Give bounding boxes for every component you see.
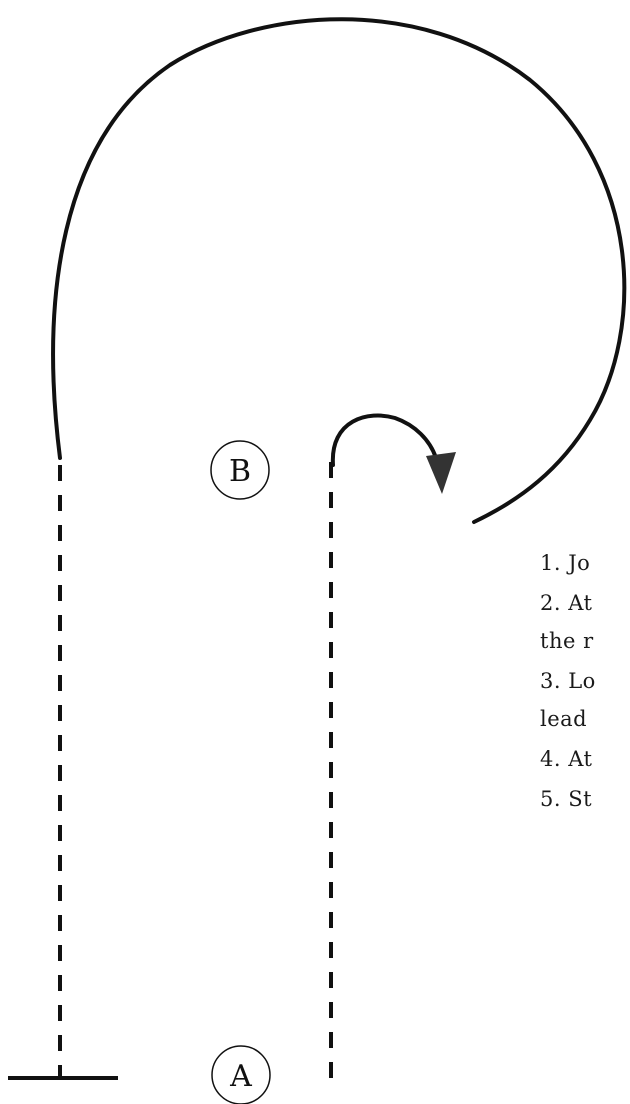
marker-a: A <box>211 1045 271 1104</box>
step-line: 2. At <box>540 591 593 615</box>
turn-arrow-path <box>330 413 438 467</box>
step-list: 1. Jo 2. At the r 3. Lo lead 4. At 5. St <box>540 551 596 811</box>
step-line: lead <box>540 707 587 731</box>
step-line: the r <box>540 629 594 653</box>
step-line: 4. At <box>540 747 593 771</box>
loop-path <box>51 17 627 524</box>
marker-b-circle <box>210 440 270 500</box>
marker-b: B <box>210 440 270 500</box>
step-line: 3. Lo <box>540 669 596 693</box>
marker-a-label: A <box>229 1059 252 1094</box>
marker-a-circle <box>211 1045 271 1104</box>
step-line: 5. St <box>540 787 592 811</box>
marker-b-label: B <box>229 454 251 489</box>
curved-arrow-right-icon <box>426 452 456 494</box>
step-line: 1. Jo <box>540 551 590 575</box>
